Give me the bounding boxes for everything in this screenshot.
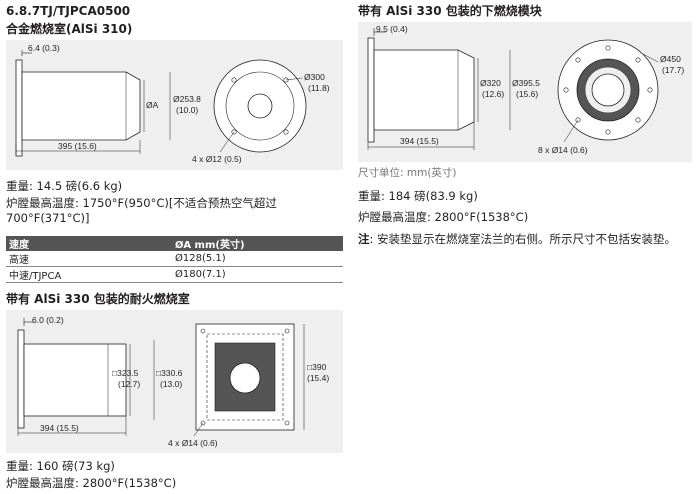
dim-450-in-label: (17.7) (662, 65, 684, 75)
dim-holes-label: 4 x Ø12 (0.5) (192, 154, 242, 164)
table-row: 高速 Ø128(5.1) (6, 251, 343, 267)
flange (367, 37, 375, 143)
lower-module-figure: 9.5 (0.4) Ø320 (12.6) Ø395.5 (15.6) 394 … (358, 22, 692, 162)
center-bore (229, 362, 261, 394)
note-text: : 安装垫显示在燃烧室法兰的右侧。所示尺寸不包括安装垫。 (369, 232, 677, 246)
dim-flange-label: 6.4 (0.3) (28, 43, 60, 53)
dim-length-label: 395 (15.6) (58, 141, 97, 151)
center-bore (591, 73, 625, 107)
unit-note: 尺寸单位: mm(英寸) (358, 167, 457, 179)
dim-253-label: Ø253.8 (173, 94, 201, 104)
module-body (373, 49, 475, 131)
note-label: 注 (358, 232, 370, 246)
refractory-chamber-figure: 6.0 (0.2) □323.5 (12.7) □330.6 (13.0) 39… (6, 310, 343, 453)
dim-330-in-label: (13.0) (160, 379, 182, 389)
dim-300-in-label: (11.8) (308, 83, 330, 93)
weight-text: 重量: 14.5 磅(6.6 kg) (6, 179, 123, 193)
dim-a-label: ØA (146, 100, 159, 110)
dim-flange-label: 6.0 (0.2) (32, 315, 64, 325)
dim-395-label: Ø395.5 (512, 78, 540, 88)
dim-390-label: □390 (307, 362, 327, 372)
weight2-text: 重量: 160 磅(73 kg) (6, 459, 115, 473)
table-header-row: 速度 ØA mm(英寸) (6, 236, 343, 251)
max-temp-text: 炉膛最高温度: 1750°F(950°C)[不适合预热空气超过700°F(371… (6, 196, 277, 225)
section-title: 6.8.7TJ/TJPCA0500 (6, 4, 131, 18)
dim-320-in-label: (12.6) (482, 89, 504, 99)
dim-holes-label: 8 x Ø14 (0.6) (538, 145, 588, 155)
table-cell: Ø128(5.1) (172, 251, 343, 267)
chamber-body (23, 343, 127, 417)
right-max-temp-text: 炉膛最高温度: 2800°F(1538°C) (358, 210, 529, 224)
dim-390-in-label: (15.4) (307, 373, 329, 383)
dim-395-in-label: (15.6) (516, 89, 538, 99)
dim-length-label: 394 (15.5) (400, 136, 439, 146)
dim-323-in-label: (12.7) (118, 379, 140, 389)
table-cell: 高速 (6, 251, 172, 267)
flange (15, 59, 23, 157)
dim-320-label: Ø320 (480, 78, 501, 88)
dim-253-in-label: (10.0) (176, 105, 198, 115)
dim-323-label: □323.5 (112, 368, 139, 378)
dim-length-label: 394 (15.5) (40, 423, 79, 433)
dim-300-label: Ø300 (304, 72, 325, 82)
speed-table: 速度 ØA mm(英寸) 高速 Ø128(5.1) 中速/TJPCA Ø180(… (6, 236, 343, 283)
install-note: 注: 安装垫显示在燃烧室法兰的右侧。所示尺寸不包括安装垫。 (358, 232, 694, 247)
dim-450-label: Ø450 (660, 54, 681, 64)
center-bore (247, 93, 273, 119)
section2-title: 带有 AlSi 330 包装的耐火燃烧室 (6, 292, 190, 306)
right-weight-text: 重量: 184 磅(83.9 kg) (358, 189, 478, 203)
table-header: ØA mm(英寸) (172, 236, 343, 251)
table-header: 速度 (6, 236, 172, 251)
right-section-title: 带有 AlSi 330 包装的下燃烧模块 (358, 4, 542, 18)
dim-holes-label: 4 x Ø14 (0.6) (168, 438, 218, 448)
chamber-body (21, 71, 141, 141)
alloy-chamber-figure: 6.4 (0.3) ØA Ø253.8 (10.0) 395 (15.6) Ø3… (6, 40, 343, 170)
table-cell: Ø180(7.1) (172, 266, 343, 283)
flange (17, 329, 25, 429)
max-temp2-text: 炉膛最高温度: 2800°F(1538°C) (6, 476, 177, 490)
table-cell: 中速/TJPCA (6, 266, 172, 283)
dim-330-label: □330.6 (156, 368, 183, 378)
sub-title: 合金燃烧室(AlSi 310) (6, 22, 133, 36)
dim-flange-label: 9.5 (0.4) (376, 24, 408, 34)
table-row: 中速/TJPCA Ø180(7.1) (6, 266, 343, 283)
